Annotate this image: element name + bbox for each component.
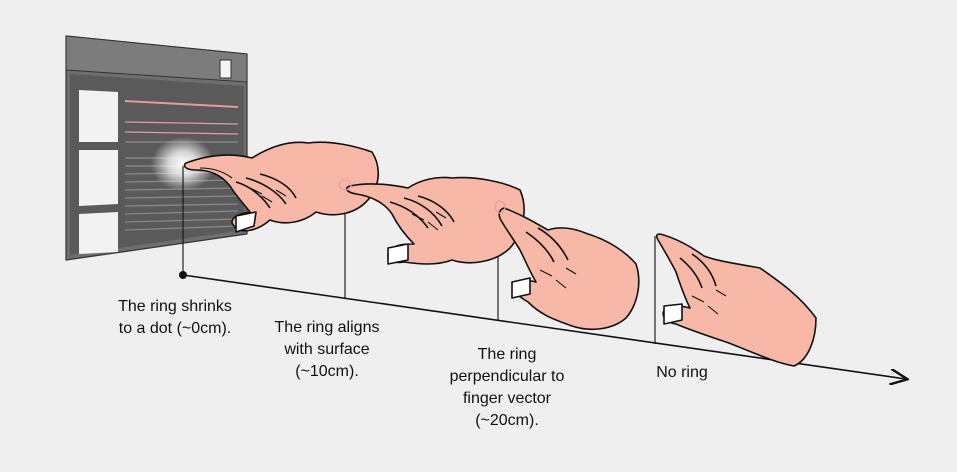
- display-screen: [65, 35, 248, 261]
- ring-indicator-20cm: [494, 200, 506, 214]
- thumbnail-3: [79, 212, 118, 254]
- thumbnail-1: [79, 90, 118, 142]
- label-distance-0cm: The ring shrinks to a dot (~0cm).: [118, 298, 232, 337]
- hand-20cm: [494, 200, 640, 331]
- label-distance-20cm: The ring perpendicular to finger vector …: [449, 346, 565, 429]
- label-distance-10cm: The ring aligns with surface (~10cm).: [274, 319, 380, 380]
- label-no-ring: No ring: [656, 364, 708, 381]
- hand-no-ring: [655, 233, 817, 367]
- thumbnail-2: [79, 150, 118, 206]
- window-button-icon: [219, 59, 232, 79]
- content-lines: [124, 100, 239, 135]
- touch-glow: [151, 137, 215, 191]
- ring-indicator-10cm: [338, 179, 352, 191]
- hand-10cm: [338, 176, 525, 265]
- hand-touch: [183, 141, 379, 233]
